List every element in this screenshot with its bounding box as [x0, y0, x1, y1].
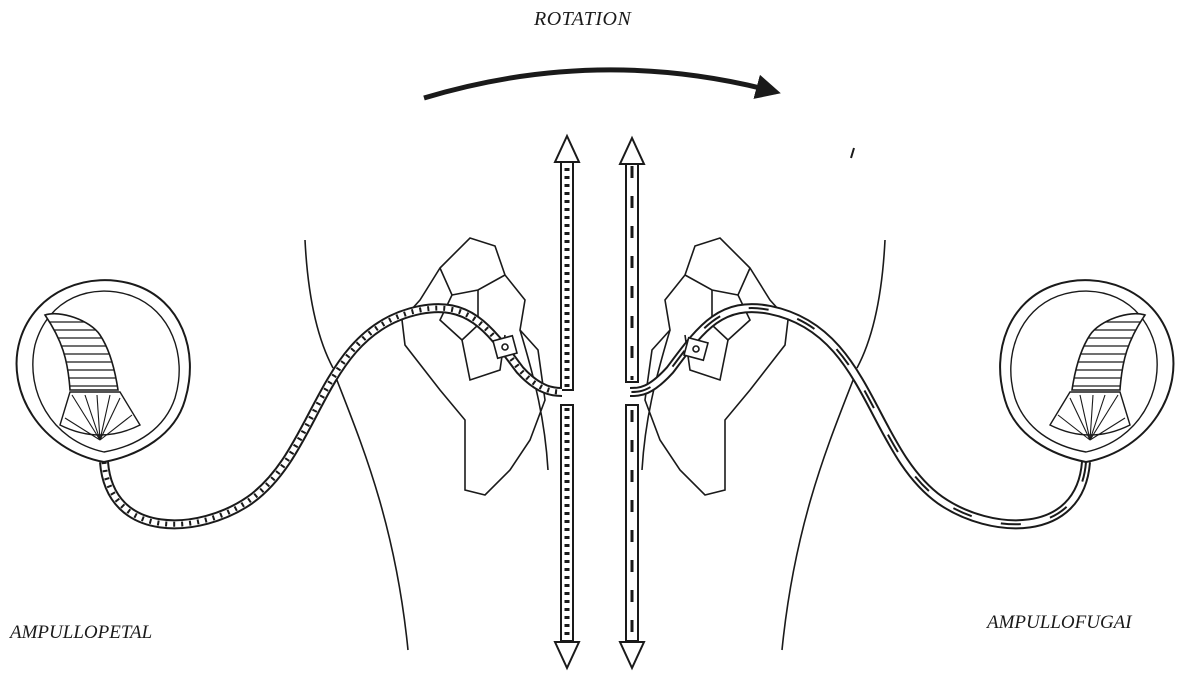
ampullofugal-label: AMPULLOFUGAI [987, 612, 1132, 634]
left-ganglion [493, 336, 517, 359]
ampullopetal-label: AMPULLOPETAL [10, 622, 152, 644]
rotation-arrow [424, 70, 776, 98]
rotation-label: ROTATION [534, 8, 631, 31]
right-vertical-fiber [620, 138, 644, 668]
stray-mark [851, 148, 854, 158]
right-ganglion [684, 338, 708, 361]
left-ampulla [17, 280, 190, 462]
left-torso-outline [305, 240, 548, 650]
right-torso-outline [642, 240, 885, 650]
left-vertical-fiber [555, 136, 579, 668]
right-ampulla [1000, 280, 1173, 462]
